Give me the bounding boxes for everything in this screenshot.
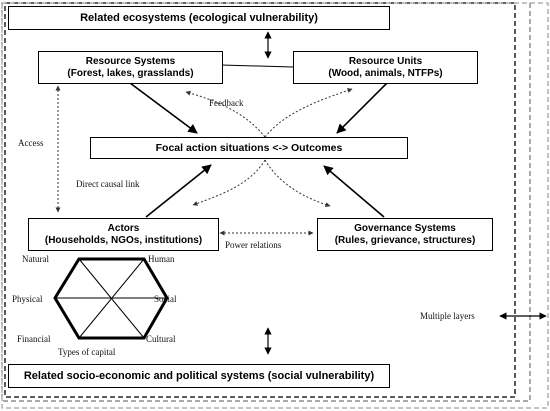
ru-to-focal-arrow [336,82,388,134]
governance-detail: (Rules, grievance, structures) [334,234,476,246]
governance-title: Governance Systems [354,222,456,234]
capital-cultural-label: Cultural [146,334,176,344]
capital-physical-label: Physical [12,294,43,304]
socio-economic-band: Related socio-economic and political sys… [8,364,390,388]
feedback-curve-lower-left [192,159,266,206]
direct-causal-link-label: Direct causal link [76,179,140,189]
outer-frame-1 [4,2,516,398]
capital-financial-label: Financial [17,334,51,344]
focal-action-label: Focal action situations <-> Outcomes [155,142,343,154]
power-relations-label: Power relations [225,240,282,250]
actors-box: Actors (Households, NGOs, institutions) [28,218,219,251]
capital-human-label: Human [148,254,175,264]
feedback-curve-lower-right [264,159,331,208]
feedback-curve-right [264,88,353,138]
capital-caption: Types of capital [58,347,116,357]
actors-to-focal-arrow [145,164,212,218]
gov-to-focal-arrow [323,165,385,218]
actors-title: Actors [107,222,140,234]
resource-units-box: Resource Units (Wood, animals, NTFPs) [293,51,478,84]
resource-systems-box: Resource Systems (Forest, lakes, grassla… [38,51,223,84]
ecosystems-band: Related ecosystems (ecological vulnerabi… [8,6,390,30]
resource-systems-detail: (Forest, lakes, grasslands) [67,67,194,79]
resource-units-detail: (Wood, animals, NTFPs) [328,67,443,79]
capital-natural-label: Natural [22,254,49,264]
feedback-curve-left [185,90,266,138]
actors-detail: (Households, NGOs, institutions) [44,234,203,246]
access-label: Access [18,138,44,148]
rs-ru-link [220,64,294,68]
multiple-layers-label: Multiple layers [420,311,475,321]
focal-action-box: Focal action situations <-> Outcomes [90,137,408,159]
rs-to-focal-arrow [129,82,198,134]
resource-systems-title: Resource Systems [85,55,176,67]
governance-box: Governance Systems (Rules, grievance, st… [317,218,493,251]
feedback-label: Feedback [209,98,244,108]
resource-units-title: Resource Units [348,55,423,67]
capital-social-label: Social [154,294,177,304]
